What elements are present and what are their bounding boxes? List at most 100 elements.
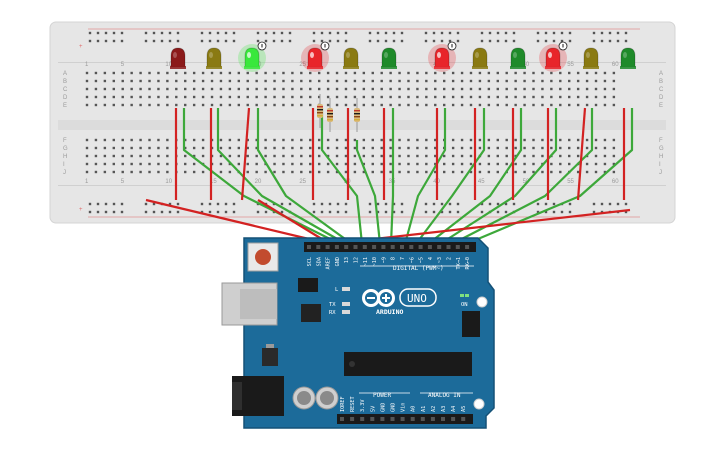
signal-wire[interactable] [256, 108, 353, 245]
bb-row-letter: F [63, 138, 67, 144]
power-analog-pin-label: RESET [350, 396, 356, 412]
rail-plus-label: + [79, 207, 83, 213]
power-analog-pin-label: A5 [461, 406, 467, 412]
signal-wire[interactable] [216, 108, 347, 245]
signal-wire[interactable] [465, 108, 634, 246]
led[interactable] [343, 47, 359, 69]
power-label: POWER [373, 392, 391, 399]
signal-wire[interactable] [427, 108, 523, 245]
bb-row-letter: G [659, 146, 664, 152]
led-current-indicator-icon [257, 41, 267, 51]
digital-pin-label: RX←0 [465, 257, 471, 270]
ground-wire[interactable] [240, 107, 251, 201]
tx-led [342, 302, 350, 306]
digital-pin-label: AREF [326, 257, 332, 270]
power-analog-pin-label: IOREF [340, 396, 346, 412]
led[interactable] [583, 47, 599, 69]
power-analog-pin-label: A2 [431, 406, 437, 412]
digital-pin-label: 13 [344, 257, 350, 263]
digital-header[interactable] [304, 242, 476, 252]
led[interactable] [620, 47, 636, 69]
digital-pin-label: ~5 [419, 257, 425, 263]
led[interactable] [238, 41, 267, 72]
reset-button[interactable] [247, 242, 279, 272]
power-analog-pin-label: 3.3V [360, 400, 366, 413]
bb-row-letter: E [659, 103, 663, 109]
arduino-uno-board[interactable]: ARDUINO UNO DIGITAL (PWM~) POWER ANALOG … [221, 237, 495, 429]
power-analog-pin-label: A1 [421, 406, 427, 412]
icsp-header-right [462, 311, 480, 337]
signal-wire[interactable] [439, 108, 558, 245]
on-label: ON [461, 302, 468, 308]
led[interactable] [510, 47, 526, 69]
l-led-label: L [335, 287, 339, 293]
power-analog-header[interactable] [337, 414, 473, 424]
bb-row-letter: F [659, 138, 663, 144]
bb-row-letter: J [659, 170, 662, 176]
bb-col-number-top: 50 [523, 62, 530, 68]
bb-col-number-bottom: 60 [612, 179, 619, 185]
bb-row-letter: H [659, 154, 663, 160]
resistor[interactable] [317, 94, 323, 128]
bb-row-letter: A [63, 71, 67, 77]
analog-in-label: ANALOG IN [428, 392, 461, 399]
led[interactable] [539, 41, 568, 72]
bb-col-number-bottom: 15 [210, 179, 217, 185]
bb-row-letter: E [63, 103, 67, 109]
power-analog-pin-label: GND [380, 403, 386, 412]
bb-col-number-bottom: 10 [165, 179, 172, 185]
arduino-wordmark: ARDUINO [376, 308, 403, 316]
led[interactable] [301, 41, 330, 72]
power-analog-pin-label: 5V [370, 406, 376, 412]
breadboard[interactable]: 1155101015152020252530303535404045455050… [49, 21, 676, 224]
signal-wire[interactable] [403, 108, 447, 245]
arduino-logo [362, 289, 395, 307]
digital-pin-label: 8 [391, 257, 397, 260]
digital-pin-label: SCL [307, 257, 313, 266]
usb-connector [221, 282, 278, 326]
signal-wire[interactable] [451, 108, 594, 245]
bb-row-letter: I [63, 162, 65, 168]
signal-wire[interactable] [355, 140, 382, 245]
led[interactable] [170, 47, 186, 69]
bb-row-letter: J [63, 170, 66, 176]
bb-row-letter: B [63, 79, 67, 85]
ground-wire[interactable] [576, 107, 587, 201]
digital-pin-label: 12 [354, 257, 360, 263]
power-analog-pin-label: A3 [441, 406, 447, 412]
led[interactable] [428, 41, 457, 72]
on-led [460, 294, 464, 297]
signal-wire[interactable] [415, 108, 486, 245]
digital-pin-label: SDA [316, 256, 322, 266]
led[interactable] [206, 47, 222, 69]
bb-row-letter: I [659, 162, 661, 168]
bb-row-letter: C [659, 87, 664, 93]
bb-row-letter: D [659, 95, 664, 101]
digital-pin-label: ~6 [409, 257, 415, 263]
digital-pin-label: ~3 [437, 257, 443, 263]
digital-pin-label: 7 [400, 257, 406, 260]
signal-wire[interactable] [320, 108, 364, 245]
ground-wire[interactable] [257, 199, 331, 245]
bb-col-number-top: 55 [567, 62, 574, 68]
icsp-header-left [298, 278, 318, 292]
signal-wire[interactable] [389, 108, 395, 245]
atmega-chip [344, 352, 472, 376]
tx-led-label: TX [329, 302, 336, 308]
resistor[interactable] [354, 98, 360, 132]
power-analog-pin-label: GND [391, 403, 397, 412]
led[interactable] [472, 47, 488, 69]
bb-col-number-bottom: 25 [299, 179, 306, 185]
digital-pin-label: 4 [428, 257, 434, 260]
bb-col-number-bottom: 1 [85, 179, 89, 185]
ground-wire[interactable] [145, 198, 331, 246]
l-led [342, 287, 350, 291]
bb-col-number-top: 1 [85, 62, 89, 68]
resistor[interactable] [327, 98, 333, 132]
wires[interactable] [145, 107, 634, 246]
led[interactable] [381, 47, 397, 69]
digital-pin-label: GND [335, 257, 341, 266]
digital-pin-label: ~10 [372, 257, 378, 266]
power-jack [232, 376, 284, 416]
